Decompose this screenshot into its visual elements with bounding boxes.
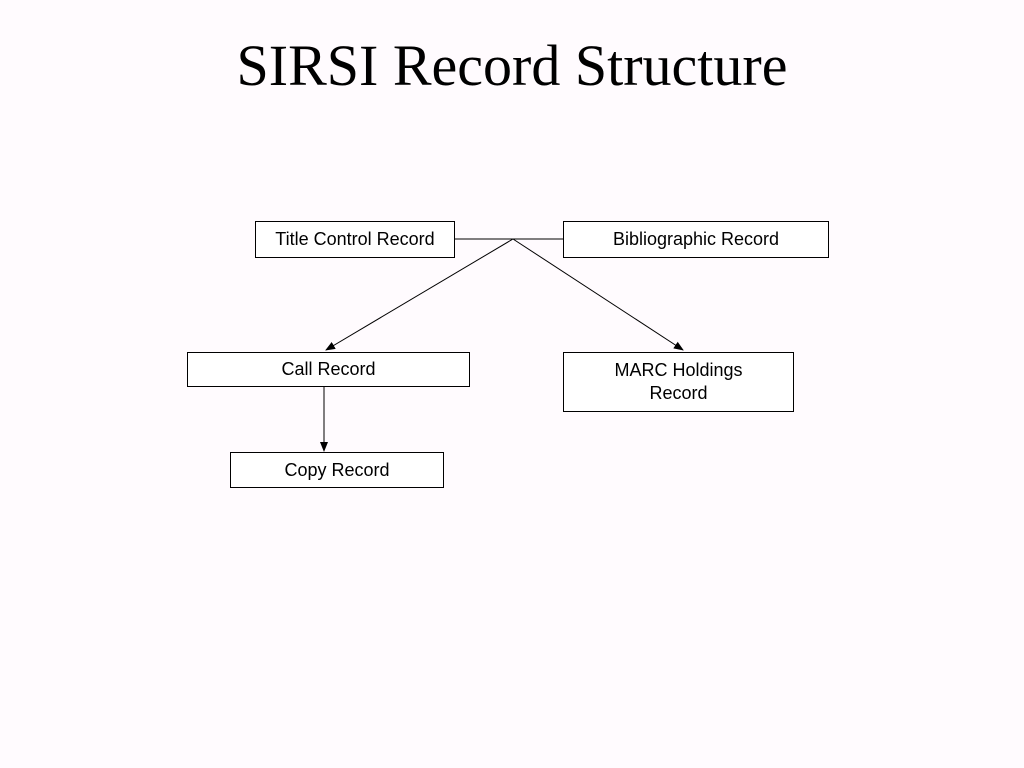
- bibliographic-record-box: Bibliographic Record: [563, 221, 829, 258]
- call-record-label: Call Record: [281, 359, 376, 379]
- copy-record-box: Copy Record: [230, 452, 444, 488]
- copy-record-label: Copy Record: [284, 459, 390, 480]
- title-control-record-box: Title Control Record: [255, 221, 455, 258]
- marc-holdings-record-label: MARC Holdings Record: [614, 360, 743, 403]
- bibliographic-record-label: Bibliographic Record: [612, 229, 780, 249]
- call-record-box: Call Record: [187, 352, 470, 387]
- title-control-record-label: Title Control Record: [275, 229, 435, 249]
- arrow-to-call-record: [325, 238, 514, 351]
- arrow-to-marc-holdings: [512, 238, 684, 351]
- marc-holdings-record-box: MARC Holdings Record: [563, 352, 794, 412]
- slide-title: SIRSI Record Structure: [236, 33, 788, 98]
